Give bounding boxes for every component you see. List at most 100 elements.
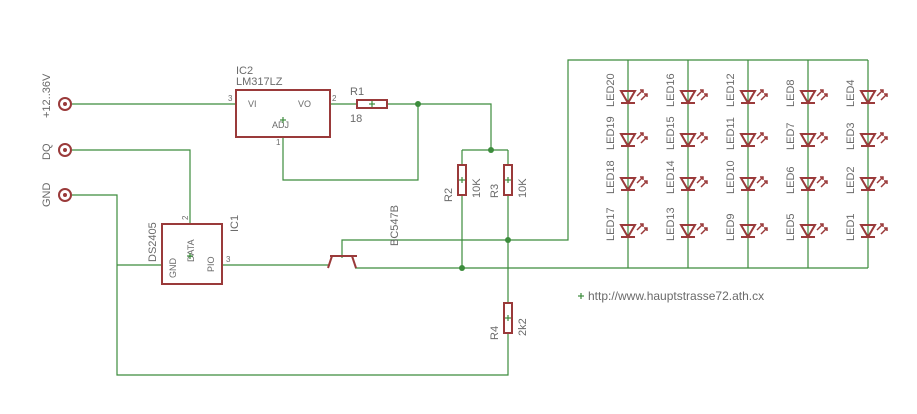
resistor-r1: R1 18 (350, 86, 388, 125)
led-light-arrow (816, 89, 824, 97)
ic1-name: IC1 (229, 215, 241, 232)
led-light-arrowhead (704, 93, 708, 97)
led-light-arrowhead (700, 223, 704, 227)
led-label: LED6 (785, 166, 797, 194)
led-light-arrowhead (760, 223, 764, 227)
led-label: LED13 (665, 207, 677, 241)
connector-vin: +12..36V (41, 73, 72, 118)
led-light-arrowhead (644, 93, 648, 97)
led-light-arrow (876, 89, 884, 97)
led-light-arrowhead (880, 176, 884, 180)
led-light-arrow (816, 223, 824, 231)
led-light-arrow (760, 93, 768, 101)
led-light-arrow (880, 93, 888, 101)
led-light-arrowhead (764, 227, 768, 231)
led-light-arrowhead (884, 93, 888, 97)
led-light-arrow (876, 223, 884, 231)
led-light-arrowhead (764, 180, 768, 184)
led-led20: LED20 (605, 73, 648, 107)
led-label: LED8 (785, 79, 797, 107)
led-light-arrowhead (884, 180, 888, 184)
ic1-pin-pio: PIO (206, 256, 216, 272)
led-light-arrow (816, 132, 824, 140)
r2-name: R2 (443, 188, 455, 202)
led-light-arrow (756, 176, 764, 184)
led-light-arrowhead (760, 132, 764, 136)
led-led7: LED7 (785, 122, 828, 150)
led-light-arrowhead (640, 176, 644, 180)
led-light-arrowhead (820, 89, 824, 93)
led-label: LED16 (665, 73, 677, 107)
connector-gnd: GND (41, 183, 72, 208)
led-light-arrow (880, 136, 888, 144)
led-light-arrowhead (764, 93, 768, 97)
led-light-arrow (756, 223, 764, 231)
ic1-pin-num-data: 2 (181, 215, 190, 220)
led-light-arrowhead (644, 136, 648, 140)
led-light-arrow (636, 176, 644, 184)
connector-dq: DQ (41, 143, 72, 160)
led-light-arrow (636, 132, 644, 140)
led-led16: LED16 (665, 73, 708, 107)
led-light-arrow (756, 89, 764, 97)
led-light-arrow (700, 227, 708, 235)
ic2-value: LM317LZ (236, 76, 283, 88)
led-light-arrowhead (700, 176, 704, 180)
resistor-r2: R2 10K (443, 164, 483, 202)
r3-value: 10K (517, 178, 529, 198)
ic2-pin-num-adj: 1 (276, 138, 281, 147)
led-light-arrowhead (644, 180, 648, 184)
led-light-arrow (636, 223, 644, 231)
led-led3: LED3 (845, 122, 888, 150)
led-light-arrow (760, 180, 768, 188)
led-light-arrow (640, 93, 648, 101)
led-led14: LED14 (665, 160, 708, 194)
ic2-pin-vi: VI (248, 99, 257, 109)
r1-value: 18 (350, 113, 362, 125)
led-label: LED3 (845, 122, 857, 150)
r1-name: R1 (350, 86, 364, 98)
led-light-arrow (820, 180, 828, 188)
led-light-arrow (880, 227, 888, 235)
led-light-arrow (696, 132, 704, 140)
led-diode-symbol (619, 177, 637, 192)
led-light-arrow (700, 93, 708, 101)
led-light-arrowhead (704, 180, 708, 184)
led-light-arrow (876, 132, 884, 140)
led-led12: LED12 (725, 73, 768, 107)
led-led2: LED2 (845, 166, 888, 194)
led-light-arrowhead (880, 132, 884, 136)
led-label: LED10 (725, 160, 737, 194)
led-light-arrow (760, 227, 768, 235)
led-light-arrow (756, 132, 764, 140)
led-label: LED18 (605, 160, 617, 194)
led-label: LED1 (845, 213, 857, 241)
led-light-arrow (696, 223, 704, 231)
led-led8: LED8 (785, 79, 828, 107)
led-led18: LED18 (605, 160, 648, 194)
led-light-arrowhead (820, 223, 824, 227)
led-diode-symbol (799, 224, 817, 239)
ic2-pin-num-vi: 3 (228, 94, 233, 103)
led-diode-symbol (739, 177, 757, 192)
led-light-arrowhead (880, 223, 884, 227)
led-light-arrowhead (884, 227, 888, 231)
led-light-arrow (876, 176, 884, 184)
led-light-arrowhead (820, 176, 824, 180)
connector-gnd-label: GND (41, 183, 53, 208)
led-led19: LED19 (605, 116, 648, 150)
led-diode-symbol (679, 224, 697, 239)
led-diode-symbol (739, 90, 757, 105)
led-diode-symbol (799, 177, 817, 192)
resistor-r4: R4 2k2 (489, 302, 529, 340)
led-light-arrowhead (700, 89, 704, 93)
led-light-arrowhead (704, 136, 708, 140)
wires (72, 59, 869, 376)
led-light-arrowhead (640, 223, 644, 227)
led-label: LED5 (785, 213, 797, 241)
led-diode-symbol (619, 133, 637, 148)
led-array: LED20LED19LED18LED17LED16LED15LED14LED13… (605, 73, 888, 241)
led-diode-symbol (619, 224, 637, 239)
led-led11: LED11 (725, 117, 768, 150)
website-url: http://www.hauptstrasse72.ath.cx (588, 289, 764, 303)
